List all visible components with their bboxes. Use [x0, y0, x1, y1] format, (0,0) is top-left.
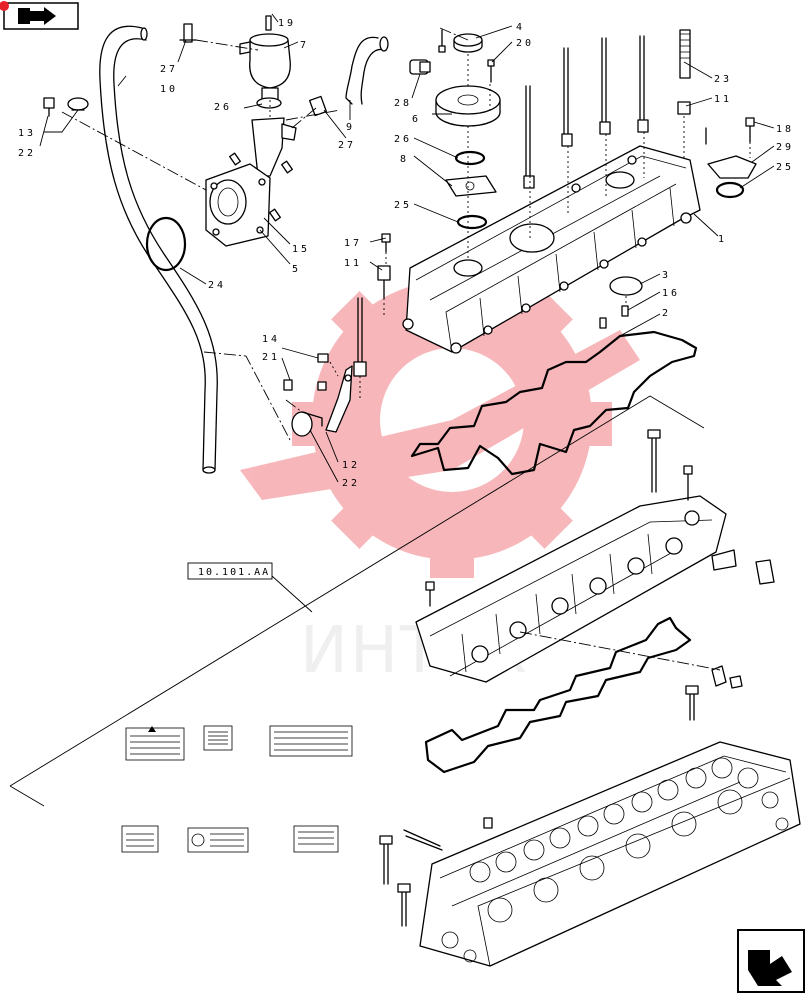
head-gasket-lower [424, 616, 692, 774]
decal-3 [269, 725, 353, 757]
callout-6: 6 [412, 114, 421, 125]
oil-filler-cap [453, 33, 483, 53]
bolt-18 [745, 117, 755, 143]
callout-27-mid: 27 [338, 140, 356, 151]
callout-22-lower: 22 [342, 478, 360, 489]
callout-3: 3 [662, 270, 671, 281]
small-bolt-center [599, 317, 607, 329]
callout-19: 19 [278, 18, 296, 29]
bracket-12 [325, 365, 353, 433]
o-ring-25-right [715, 181, 745, 199]
callout-2: 2 [662, 308, 671, 319]
callout-25: 25 [394, 200, 412, 211]
assembly-center-lines [61, 27, 751, 441]
clamp-13-left [67, 97, 89, 111]
small-bolts-15 [229, 152, 293, 222]
nav-previous-button[interactable] [0, 1, 79, 30]
clamp-27-mid [308, 95, 328, 117]
decal-group [121, 725, 353, 853]
callout-26-mid: 26 [394, 134, 412, 145]
callout-12: 12 [342, 460, 360, 471]
bolt-20 [487, 59, 495, 83]
callout-25-right: 25 [776, 162, 794, 173]
screw-16 [621, 305, 629, 317]
stud-above-cap [438, 29, 446, 53]
breather-separator [239, 15, 291, 101]
oil-filler-base [435, 85, 501, 127]
callout-14: 14 [262, 334, 280, 345]
pipe-clip-22 [291, 411, 323, 437]
gasket-29 [707, 155, 757, 179]
o-ring-25-mid [456, 214, 488, 230]
head-bolts [379, 685, 699, 927]
callout-29: 29 [776, 142, 794, 153]
leader-lines [39, 13, 775, 483]
callout-27: 27 [160, 64, 178, 75]
callout-4: 4 [516, 22, 525, 33]
bolt-22-left [43, 97, 55, 117]
rocker-cover-gasket [410, 330, 698, 476]
callout-11-left: 11 [344, 258, 362, 269]
reference-lines [9, 395, 705, 807]
flange-8 [445, 175, 497, 197]
decal-warning-1 [125, 726, 185, 761]
plug-3 [609, 276, 643, 296]
callout-9: 9 [346, 122, 355, 133]
cylinder-head [379, 685, 801, 967]
callout-1: 1 [718, 234, 727, 245]
seal-ring-24 [145, 216, 187, 272]
separator-housing [205, 117, 297, 247]
o-ring-26-mid [454, 150, 486, 166]
callout-26: 26 [214, 102, 232, 113]
reference-box-label: 10.101.AA [198, 567, 270, 578]
bolt-21 [283, 379, 327, 391]
hose-9 [345, 36, 389, 105]
callout-10: 10 [160, 84, 178, 95]
grommet-11-left [377, 265, 391, 299]
callout-5: 5 [292, 264, 301, 275]
callout-28: 28 [394, 98, 412, 109]
callout-24: 24 [208, 280, 226, 291]
grommets-11 [523, 101, 691, 189]
bolt-17 [381, 233, 391, 253]
clip-28 [409, 59, 431, 75]
head-carrier [415, 429, 727, 683]
callout-7: 7 [300, 40, 309, 51]
decal-4 [121, 825, 159, 853]
rocker-cover [402, 145, 701, 354]
callout-8: 8 [400, 154, 409, 165]
callout-18: 18 [776, 124, 794, 135]
decal-5 [187, 827, 249, 853]
reference-box[interactable]: 10.101.AA [187, 562, 273, 580]
sensor-lower-right [711, 549, 775, 689]
callout-21: 21 [262, 352, 280, 363]
callout-20: 20 [516, 38, 534, 49]
breather-hose [99, 25, 218, 474]
callout-15: 15 [292, 244, 310, 255]
callout-22: 22 [18, 148, 36, 159]
callout-11: 11 [714, 94, 732, 105]
callout-17: 17 [344, 238, 362, 249]
nav-next-arrow-icon [748, 950, 792, 986]
clamp-27-top [179, 23, 197, 43]
studs-23 [525, 29, 691, 177]
callout-13: 13 [18, 128, 36, 139]
bolt-14 [317, 353, 329, 363]
decal-2 [203, 725, 233, 751]
callout-23: 23 [714, 74, 732, 85]
decal-6 [293, 825, 339, 853]
valve-ports [441, 757, 789, 963]
nav-previous-arrow-icon [26, 7, 56, 25]
nav-next-button[interactable] [737, 929, 805, 993]
o-ring-26-left [256, 97, 282, 109]
callout-labels: 19 7 27 10 26 13 22 4 20 28 6 26 8 25 9 … [18, 18, 794, 489]
callout-16: 16 [662, 288, 680, 299]
